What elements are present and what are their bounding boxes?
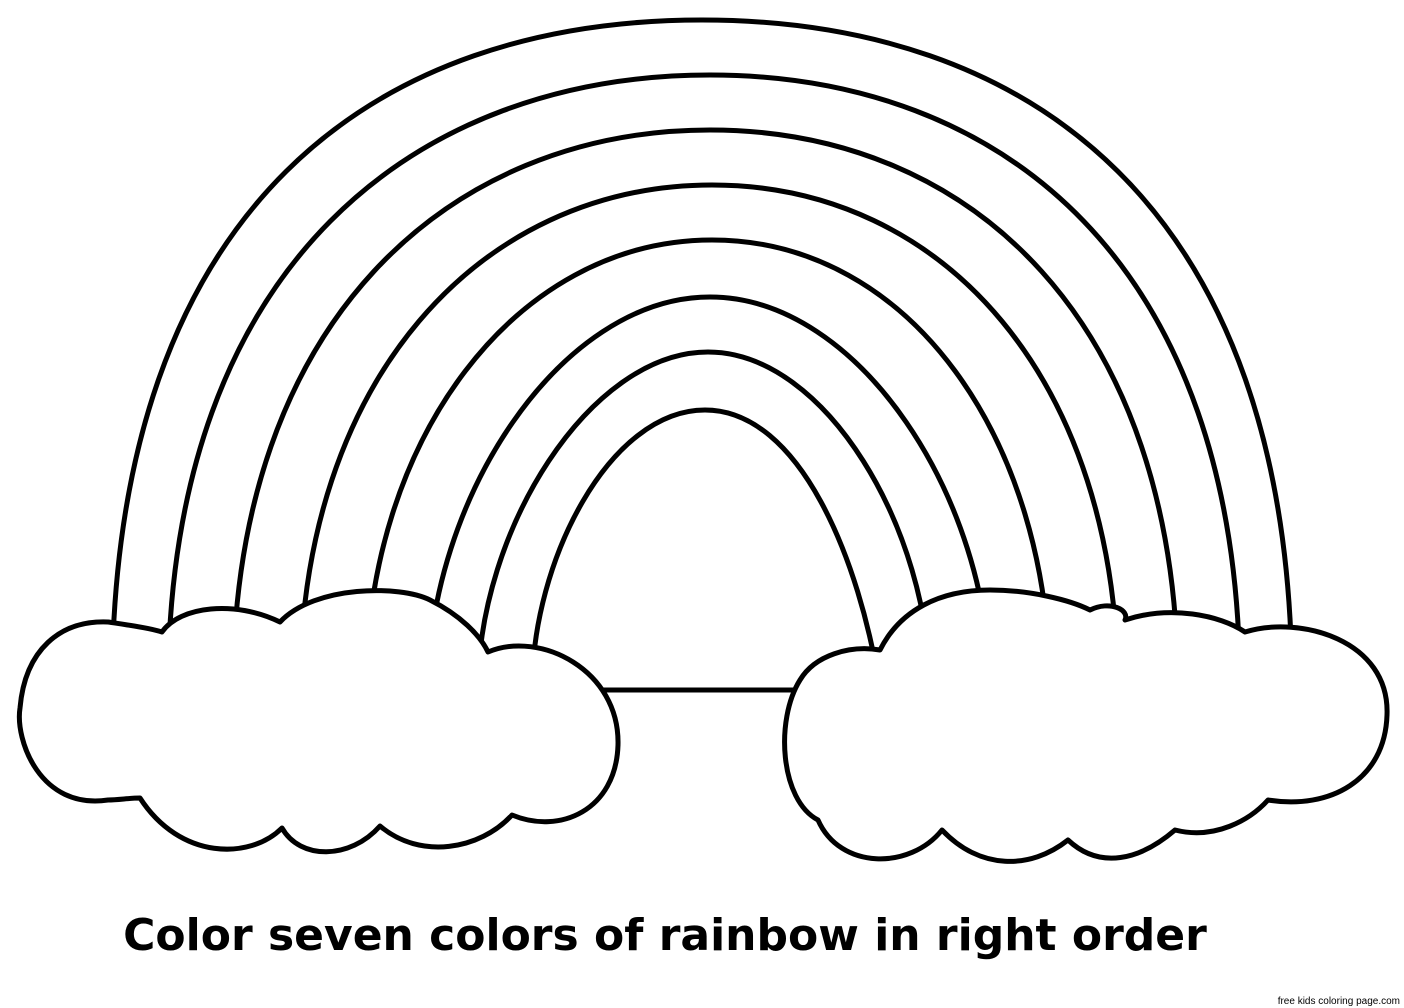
cloud-icon — [782, 587, 1390, 864]
instruction-caption: Color seven colors of rainbow in right o… — [123, 910, 1207, 961]
rainbow-inner-arch — [529, 407, 883, 693]
credit-text: free kids coloring page.com — [1277, 996, 1400, 1007]
rainbow-icon — [109, 17, 1295, 693]
cloud-icon — [16, 588, 621, 855]
